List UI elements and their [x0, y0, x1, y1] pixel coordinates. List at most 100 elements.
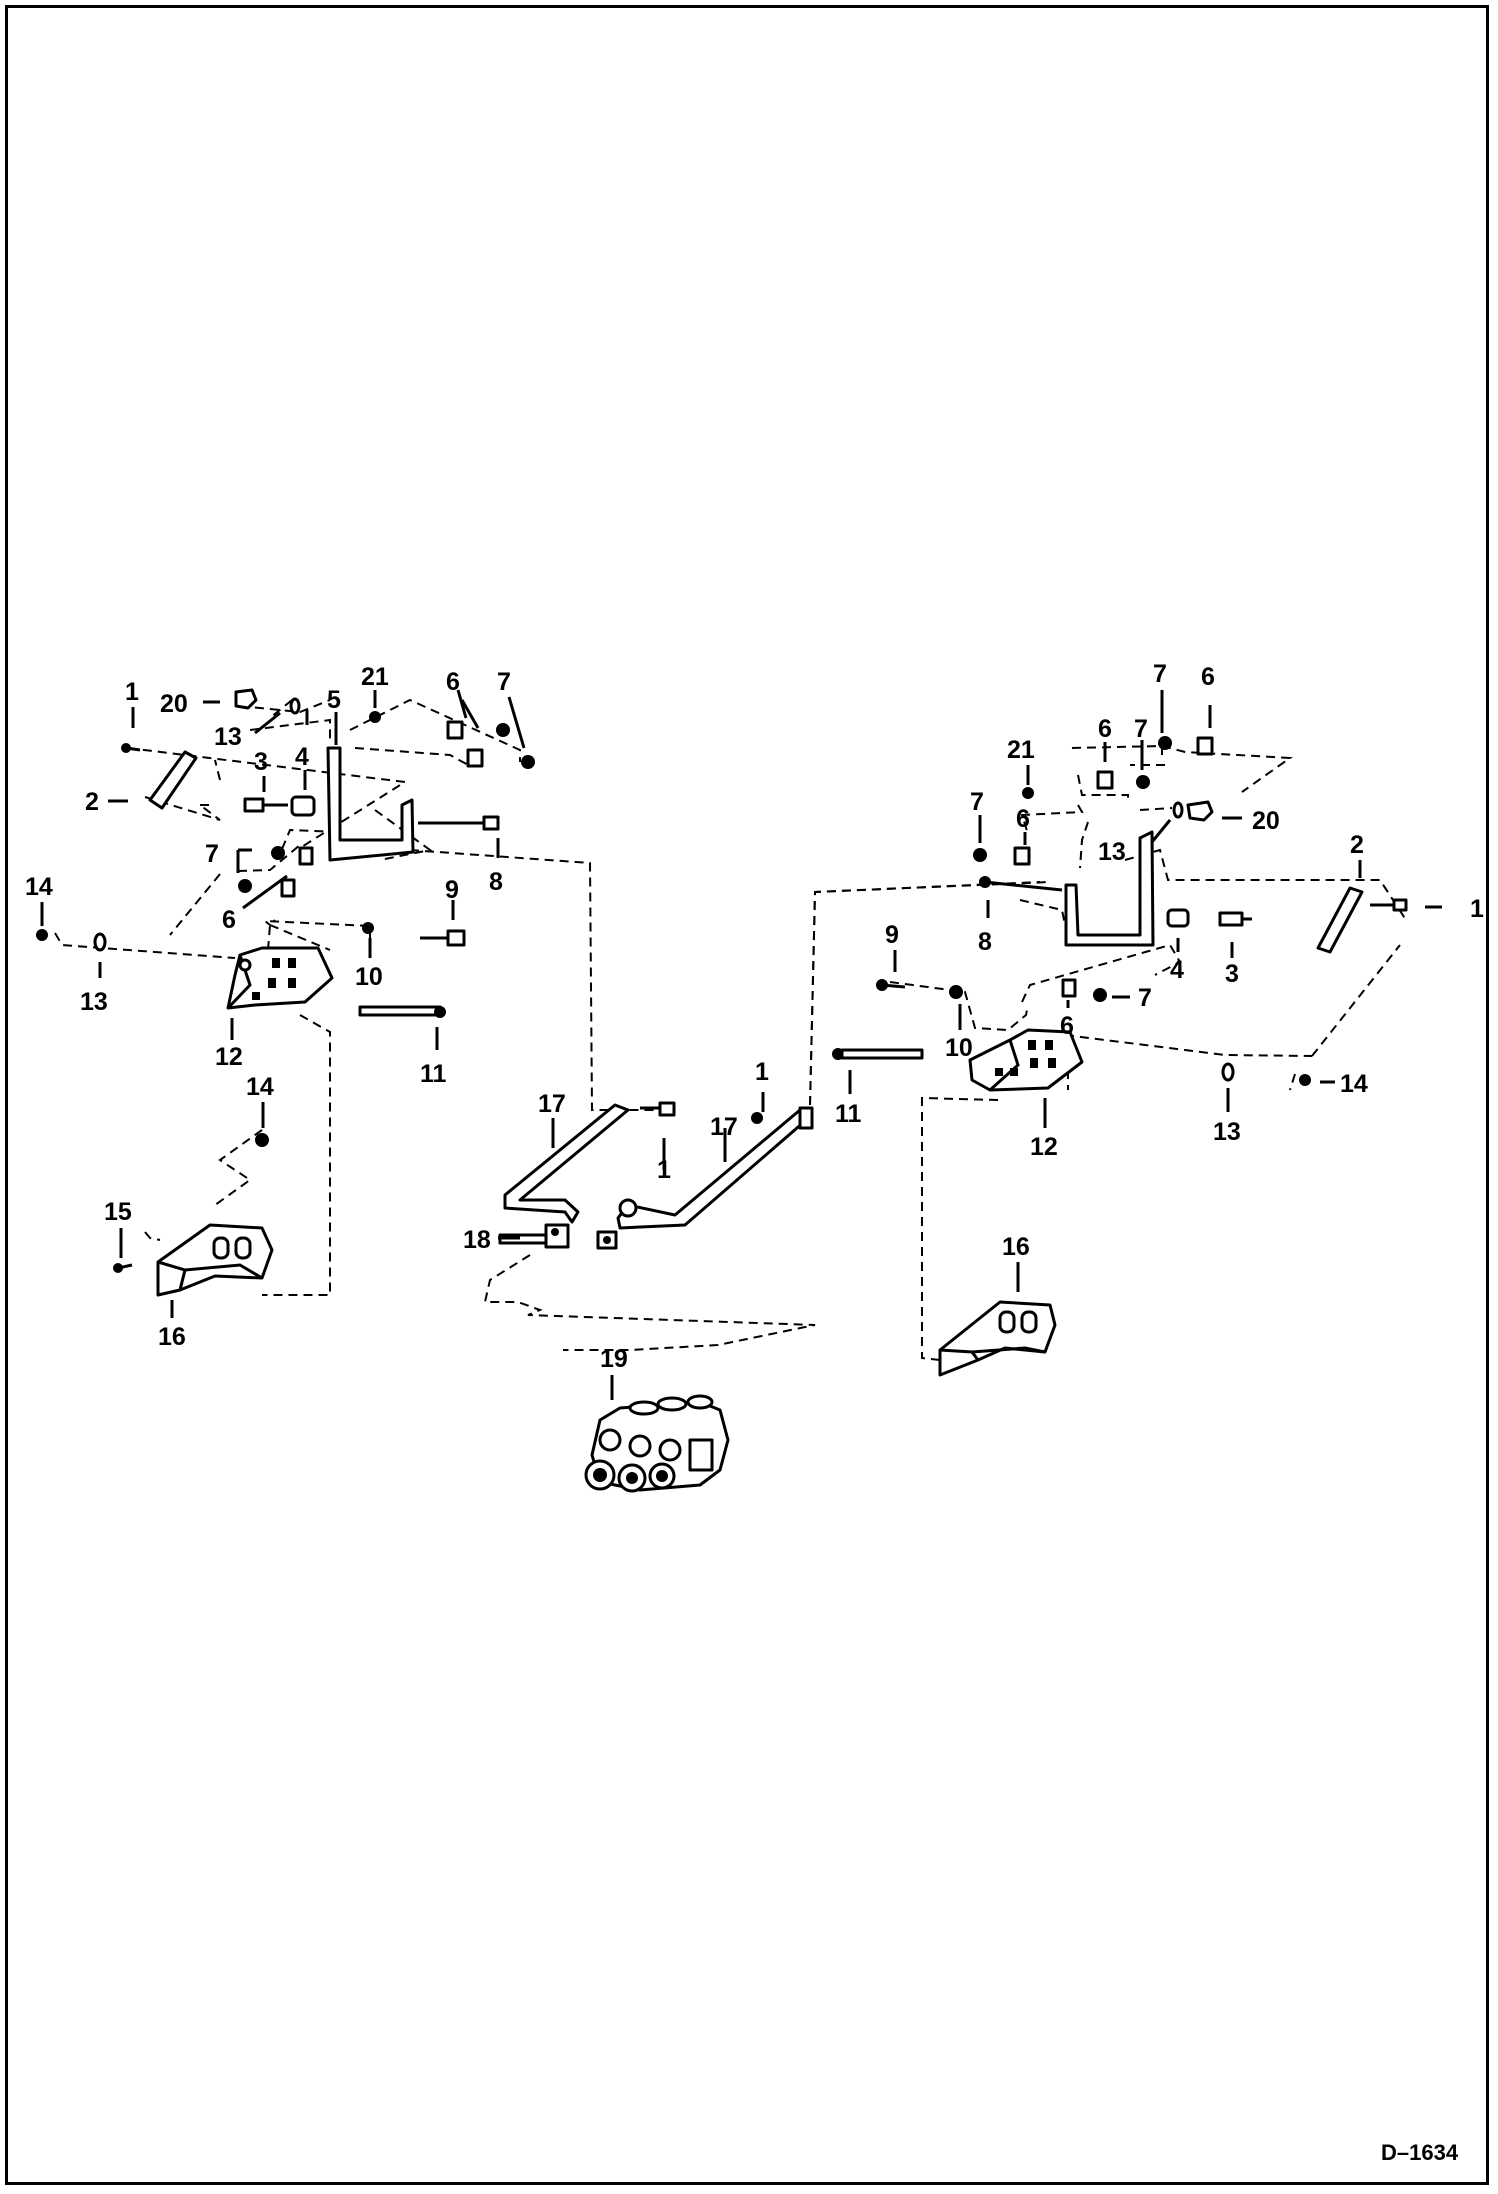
- callout-11: 11: [835, 1100, 862, 1128]
- bolt-part-9: [876, 979, 906, 991]
- bracket-part-5: [1064, 830, 1155, 947]
- nut-part-14: [36, 929, 48, 941]
- spacer-part-6: [466, 748, 484, 768]
- bracket-part-5: [326, 746, 415, 862]
- callout-14: 14: [1340, 1070, 1368, 1098]
- nut-part-21: [369, 711, 381, 723]
- nut-part-14: [255, 1133, 269, 1147]
- nut-part-7: [238, 879, 252, 893]
- callout-7: 7: [1153, 660, 1167, 688]
- center-assembly: [483, 881, 1051, 1493]
- bolt-part-1: [121, 743, 141, 753]
- bolt-part-9: [420, 929, 466, 947]
- washer-part-13: [289, 697, 301, 715]
- callout-1: 1: [125, 678, 139, 706]
- callout-4: 4: [295, 743, 309, 771]
- callout-2: 2: [1350, 831, 1364, 859]
- callout-7: 7: [970, 788, 984, 816]
- callout-2: 2: [85, 788, 99, 816]
- callout-14: 14: [25, 873, 53, 901]
- drawing-number: D–1634: [1381, 2140, 1459, 2165]
- callout-21: 21: [1007, 736, 1035, 764]
- callout-7: 7: [1138, 984, 1152, 1012]
- callout-16: 16: [1002, 1233, 1030, 1261]
- callout-3: 3: [1225, 960, 1239, 988]
- callout-17: 17: [538, 1090, 566, 1118]
- callout-21: 21: [361, 663, 389, 691]
- callout-20: 20: [160, 690, 188, 718]
- callout-3: 3: [254, 748, 268, 776]
- link-plate-part-2: [1316, 886, 1364, 954]
- nut-part-7: [1136, 775, 1150, 789]
- callout-10: 10: [945, 1034, 973, 1062]
- callout-11: 11: [420, 1060, 447, 1088]
- bolt-part-15: [113, 1263, 133, 1273]
- clevis-part-18: [498, 1223, 618, 1250]
- spacer-part-6: [446, 720, 464, 740]
- plug-part-20: [1186, 800, 1214, 822]
- rod-part-11: [832, 1048, 924, 1060]
- rod-part-11: [358, 1005, 446, 1018]
- nut-part-7: [521, 755, 535, 769]
- nut-part-7: [496, 723, 510, 737]
- spacer-part-6: [1061, 978, 1077, 998]
- callout-12: 12: [215, 1043, 243, 1071]
- callout-16: 16: [158, 1323, 186, 1351]
- pedal-mount-part-12: [968, 1028, 1084, 1092]
- callout-13: 13: [80, 988, 108, 1016]
- spacer-part-6: [1196, 736, 1214, 756]
- bolt-part-3: [1218, 911, 1252, 927]
- callout-7: 7: [497, 668, 511, 696]
- nut-part-14: [1299, 1074, 1311, 1086]
- callout-1: 1: [755, 1058, 769, 1086]
- washer-part-10: [949, 985, 963, 999]
- callout-labels-left: 1 20 13 5 21 6 7 3 4 2 7 6 8 9 10 14 13 …: [25, 663, 511, 1351]
- callout-19: 19: [600, 1345, 628, 1373]
- control-valve-part-19: [584, 1394, 730, 1493]
- callout-5: 5: [327, 686, 341, 714]
- callout-4: 4: [1170, 956, 1184, 984]
- callout-6: 6: [446, 668, 460, 696]
- bolt-part-8: [418, 815, 500, 831]
- callout-9: 9: [445, 876, 459, 904]
- bolt-part-1: [1370, 898, 1408, 912]
- callout-17: 17: [710, 1113, 738, 1141]
- washer-part-13: [93, 932, 107, 952]
- callout-10: 10: [355, 963, 383, 991]
- callout-13: 13: [1213, 1118, 1241, 1146]
- callout-7: 7: [205, 840, 219, 868]
- callout-7: 7: [1134, 715, 1148, 743]
- link-plate-part-2: [148, 750, 198, 810]
- washer-part-10: [362, 922, 374, 934]
- callout-6: 6: [1098, 715, 1112, 743]
- spacer-part-6: [1096, 770, 1114, 790]
- bolt-part-8: [979, 876, 1063, 892]
- callout-6: 6: [222, 906, 236, 934]
- spacer-part-6: [1013, 846, 1031, 866]
- spacer-part-6: [280, 878, 296, 898]
- plug-part-20: [234, 688, 258, 710]
- drawing-frame: [5, 5, 1489, 2185]
- nut-part-21: [1022, 787, 1034, 799]
- callout-15: 15: [104, 1198, 132, 1226]
- callout-13: 13: [214, 723, 242, 751]
- bracket-part-16: [938, 1300, 1057, 1377]
- bracket-part-16: [156, 1223, 274, 1297]
- callout-8: 8: [489, 868, 503, 896]
- callout-1: 1: [657, 1156, 671, 1184]
- bushing-part-4: [290, 795, 316, 817]
- right-assembly: [809, 690, 1442, 1377]
- link-arm-part-17: [503, 1103, 630, 1224]
- washer-part-13: [1221, 1062, 1235, 1082]
- callout-6: 6: [1201, 663, 1215, 691]
- callout-13: 13: [1098, 838, 1126, 866]
- link-arm-part-17: [616, 1106, 814, 1230]
- pedal-mount-part-12: [226, 946, 334, 1010]
- callout-18: 18: [463, 1226, 491, 1254]
- callout-1: 1: [1470, 895, 1484, 923]
- callout-12: 12: [1030, 1133, 1058, 1161]
- bolt-part-3: [243, 797, 288, 813]
- bushing-part-4: [1166, 908, 1190, 928]
- bolt-part-1: [640, 1101, 676, 1117]
